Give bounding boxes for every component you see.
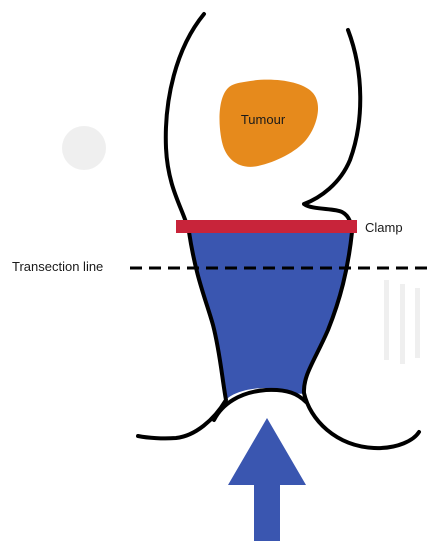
rectal-stump-lumen <box>190 232 352 400</box>
up-arrow-icon <box>228 418 306 541</box>
ghost-bar <box>384 280 389 360</box>
tumour-label: Tumour <box>241 112 286 127</box>
clamp-label: Clamp <box>365 220 403 235</box>
ghost-circle <box>62 126 106 170</box>
ghost-bar <box>400 284 405 364</box>
clamp-bar <box>176 220 357 233</box>
ghost-bar <box>415 288 420 358</box>
transection-line-label: Transection line <box>12 259 103 274</box>
